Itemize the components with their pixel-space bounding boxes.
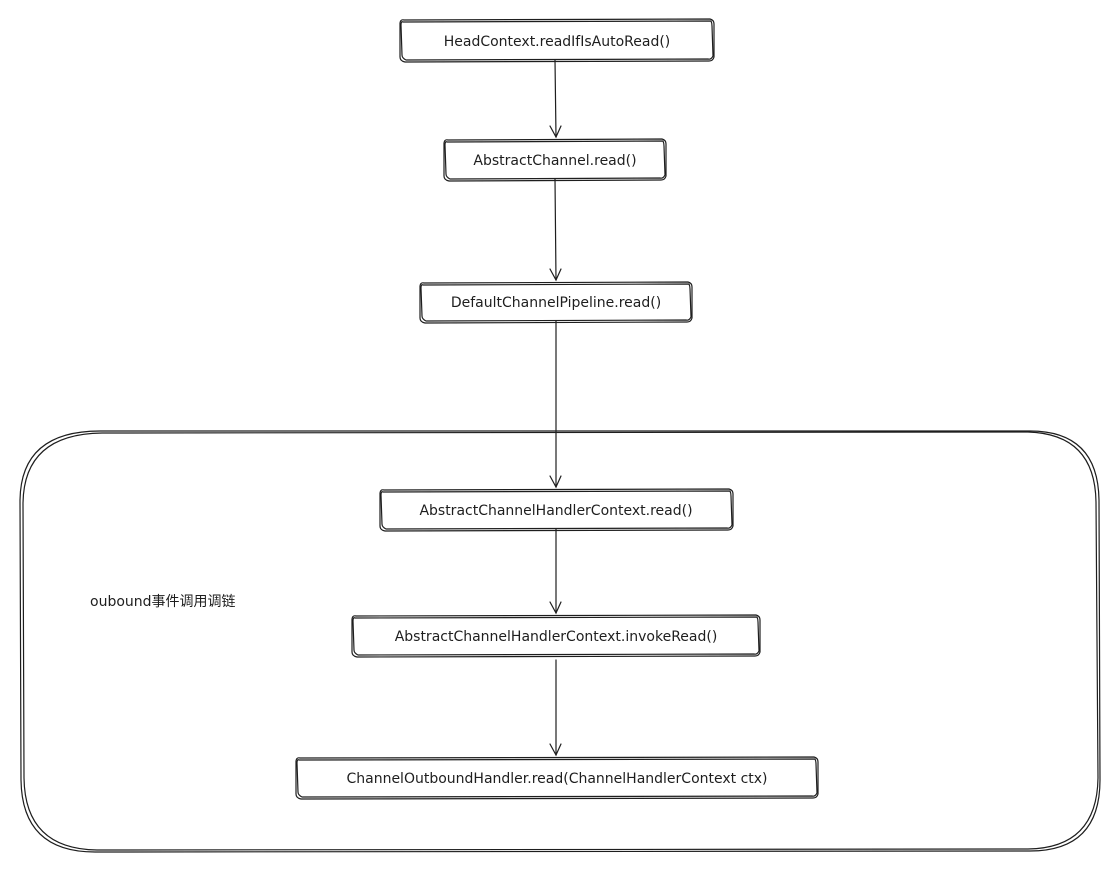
node-label: AbstractChannelHandlerContext.invokeRead… bbox=[395, 629, 718, 645]
node-box-stroke2 bbox=[380, 490, 733, 530]
node-head-context-read-if-auto-read: HeadContext.readIfIsAutoRead() bbox=[399, 18, 715, 63]
node-box bbox=[399, 18, 715, 63]
node-box-stroke2 bbox=[296, 758, 818, 798]
outbound-group-label: oubound事件调用调链 bbox=[90, 594, 236, 610]
node-box bbox=[419, 281, 693, 324]
node-box bbox=[443, 138, 667, 182]
node-box bbox=[379, 488, 734, 532]
node-box-stroke2 bbox=[400, 20, 714, 61]
node-label: DefaultChannelPipeline.read() bbox=[451, 295, 661, 311]
node-label: HeadContext.readIfIsAutoRead() bbox=[444, 34, 671, 50]
node-label: ChannelOutboundHandler.read(ChannelHandl… bbox=[346, 771, 767, 787]
node-abstract-channel-read: AbstractChannel.read() bbox=[443, 138, 667, 182]
edge-n5-n6-head bbox=[549, 743, 562, 757]
node-channel-outbound-handler-read: ChannelOutboundHandler.read(ChannelHandl… bbox=[295, 756, 819, 800]
outbound-group-border bbox=[19, 430, 1101, 853]
node-label: AbstractChannelHandlerContext.read() bbox=[419, 503, 692, 519]
edge-n1-n2-head bbox=[549, 125, 562, 139]
outbound-group-border-stroke2 bbox=[22, 431, 1099, 851]
node-box bbox=[295, 756, 819, 800]
edge-n1-n2 bbox=[554, 59, 557, 138]
node-box-stroke2 bbox=[444, 140, 666, 180]
edge-n3-n4-head bbox=[549, 475, 562, 489]
node-box bbox=[351, 614, 761, 658]
outbound-group: oubound事件调用调链 bbox=[19, 430, 1101, 853]
node-box-stroke2 bbox=[420, 283, 692, 322]
node-abstract-channel-handler-context-invoke-read: AbstractChannelHandlerContext.invokeRead… bbox=[351, 614, 761, 658]
node-abstract-channel-handler-context-read: AbstractChannelHandlerContext.read() bbox=[379, 488, 734, 532]
edge-n2-n3-head bbox=[549, 268, 562, 282]
node-box-stroke2 bbox=[352, 616, 760, 656]
node-default-channel-pipeline-read: DefaultChannelPipeline.read() bbox=[419, 281, 693, 324]
node-label: AbstractChannel.read() bbox=[473, 153, 636, 169]
edge-n4-n5-head bbox=[549, 601, 562, 615]
edge-n2-n3 bbox=[554, 178, 557, 281]
edges bbox=[549, 59, 562, 757]
